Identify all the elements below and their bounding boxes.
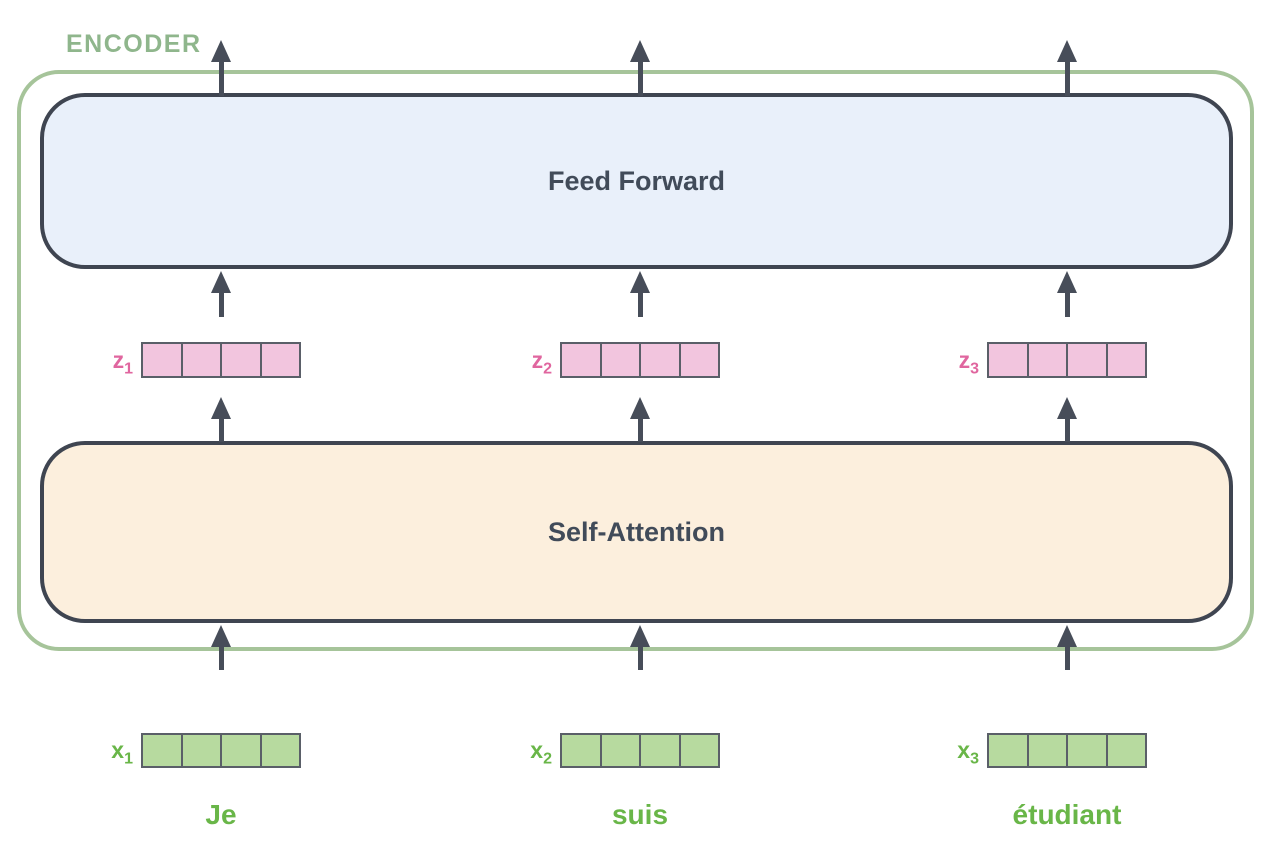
- arrow-head-icon: [1057, 40, 1077, 62]
- arrow-head-icon: [211, 271, 231, 293]
- vector-cell: [222, 344, 262, 376]
- feed-forward-block: Feed Forward: [40, 93, 1233, 269]
- arrow-head-icon: [211, 397, 231, 419]
- arrow-shaft: [637, 292, 643, 317]
- encoder-output-arrow-1: [211, 40, 231, 96]
- vector-cell: [641, 735, 681, 766]
- arrow-shaft: [218, 61, 224, 96]
- z2-to-feed-forward-arrow: [630, 271, 650, 317]
- z3-vector: [987, 342, 1147, 378]
- arrow-head-icon: [630, 271, 650, 293]
- z1-vector-label: z1: [112, 347, 133, 378]
- arrow-shaft: [1064, 646, 1070, 670]
- feed-forward-label: Feed Forward: [547, 165, 726, 196]
- z2-vector: [560, 342, 720, 378]
- vector-cell: [562, 344, 602, 376]
- x2-vector-label: x2: [530, 737, 552, 768]
- encoder-boundary-box: [17, 70, 1254, 651]
- z3-to-feed-forward-arrow: [1057, 271, 1077, 317]
- arrow-shaft: [1064, 61, 1070, 96]
- arrow-head-icon: [1057, 271, 1077, 293]
- vector-cell: [1029, 735, 1068, 766]
- arrow-shaft: [218, 292, 224, 317]
- z3-vector-label: z3: [958, 347, 979, 378]
- self-attention-block: Self-Attention: [40, 441, 1233, 623]
- vector-cell: [681, 344, 719, 376]
- vector-cell: [1108, 344, 1146, 376]
- arrow-head-icon: [630, 40, 650, 62]
- input-word-suis: suis: [611, 799, 669, 830]
- vector-cell: [1068, 344, 1108, 376]
- vector-cell: [143, 344, 183, 376]
- vector-cell: [1108, 735, 1146, 766]
- arrow-head-icon: [1057, 625, 1077, 647]
- x1-to-self-attention-arrow: [211, 625, 231, 670]
- vector-cell: [989, 735, 1029, 766]
- arrow-shaft: [1064, 418, 1070, 442]
- x3-vector-label: x3: [957, 737, 979, 768]
- self-attention-label: Self-Attention: [548, 516, 725, 547]
- arrow-shaft: [637, 646, 643, 670]
- z2-vector-label: z2: [531, 347, 552, 378]
- vector-cell: [183, 735, 222, 766]
- z1-to-feed-forward-arrow: [211, 271, 231, 317]
- arrow-head-icon: [630, 625, 650, 647]
- vector-cell: [641, 344, 681, 376]
- vector-cell: [681, 735, 719, 766]
- arrow-shaft: [637, 61, 643, 96]
- x1-vector: [141, 733, 301, 768]
- x3-vector: [987, 733, 1147, 768]
- x1-vector-label: x1: [111, 737, 133, 768]
- x2-to-self-attention-arrow: [630, 625, 650, 670]
- x3-to-self-attention-arrow: [1057, 625, 1077, 670]
- encoder-output-arrow-2: [630, 40, 650, 96]
- self-attention-to-z1-arrow: [211, 397, 231, 442]
- vector-cell: [562, 735, 602, 766]
- arrow-shaft: [218, 418, 224, 442]
- vector-cell: [262, 344, 300, 376]
- x2-vector: [560, 733, 720, 768]
- vector-cell: [262, 735, 300, 766]
- z1-vector: [141, 342, 301, 378]
- arrow-head-icon: [630, 397, 650, 419]
- encoder-output-arrow-3: [1057, 40, 1077, 96]
- vector-cell: [602, 735, 641, 766]
- vector-cell: [143, 735, 183, 766]
- vector-cell: [222, 735, 262, 766]
- self-attention-to-z3-arrow: [1057, 397, 1077, 442]
- arrow-shaft: [637, 418, 643, 442]
- arrow-shaft: [1064, 292, 1070, 317]
- arrow-head-icon: [211, 40, 231, 62]
- arrow-head-icon: [1057, 397, 1077, 419]
- vector-cell: [1029, 344, 1068, 376]
- vector-cell: [1068, 735, 1108, 766]
- encoder-label: ENCODER: [66, 30, 202, 58]
- self-attention-to-z2-arrow: [630, 397, 650, 442]
- vector-cell: [183, 344, 222, 376]
- input-word-je: Je: [205, 799, 237, 830]
- input-word-etudiant: étudiant: [1012, 799, 1122, 830]
- arrow-head-icon: [211, 625, 231, 647]
- arrow-shaft: [218, 646, 224, 670]
- vector-cell: [602, 344, 641, 376]
- vector-cell: [989, 344, 1029, 376]
